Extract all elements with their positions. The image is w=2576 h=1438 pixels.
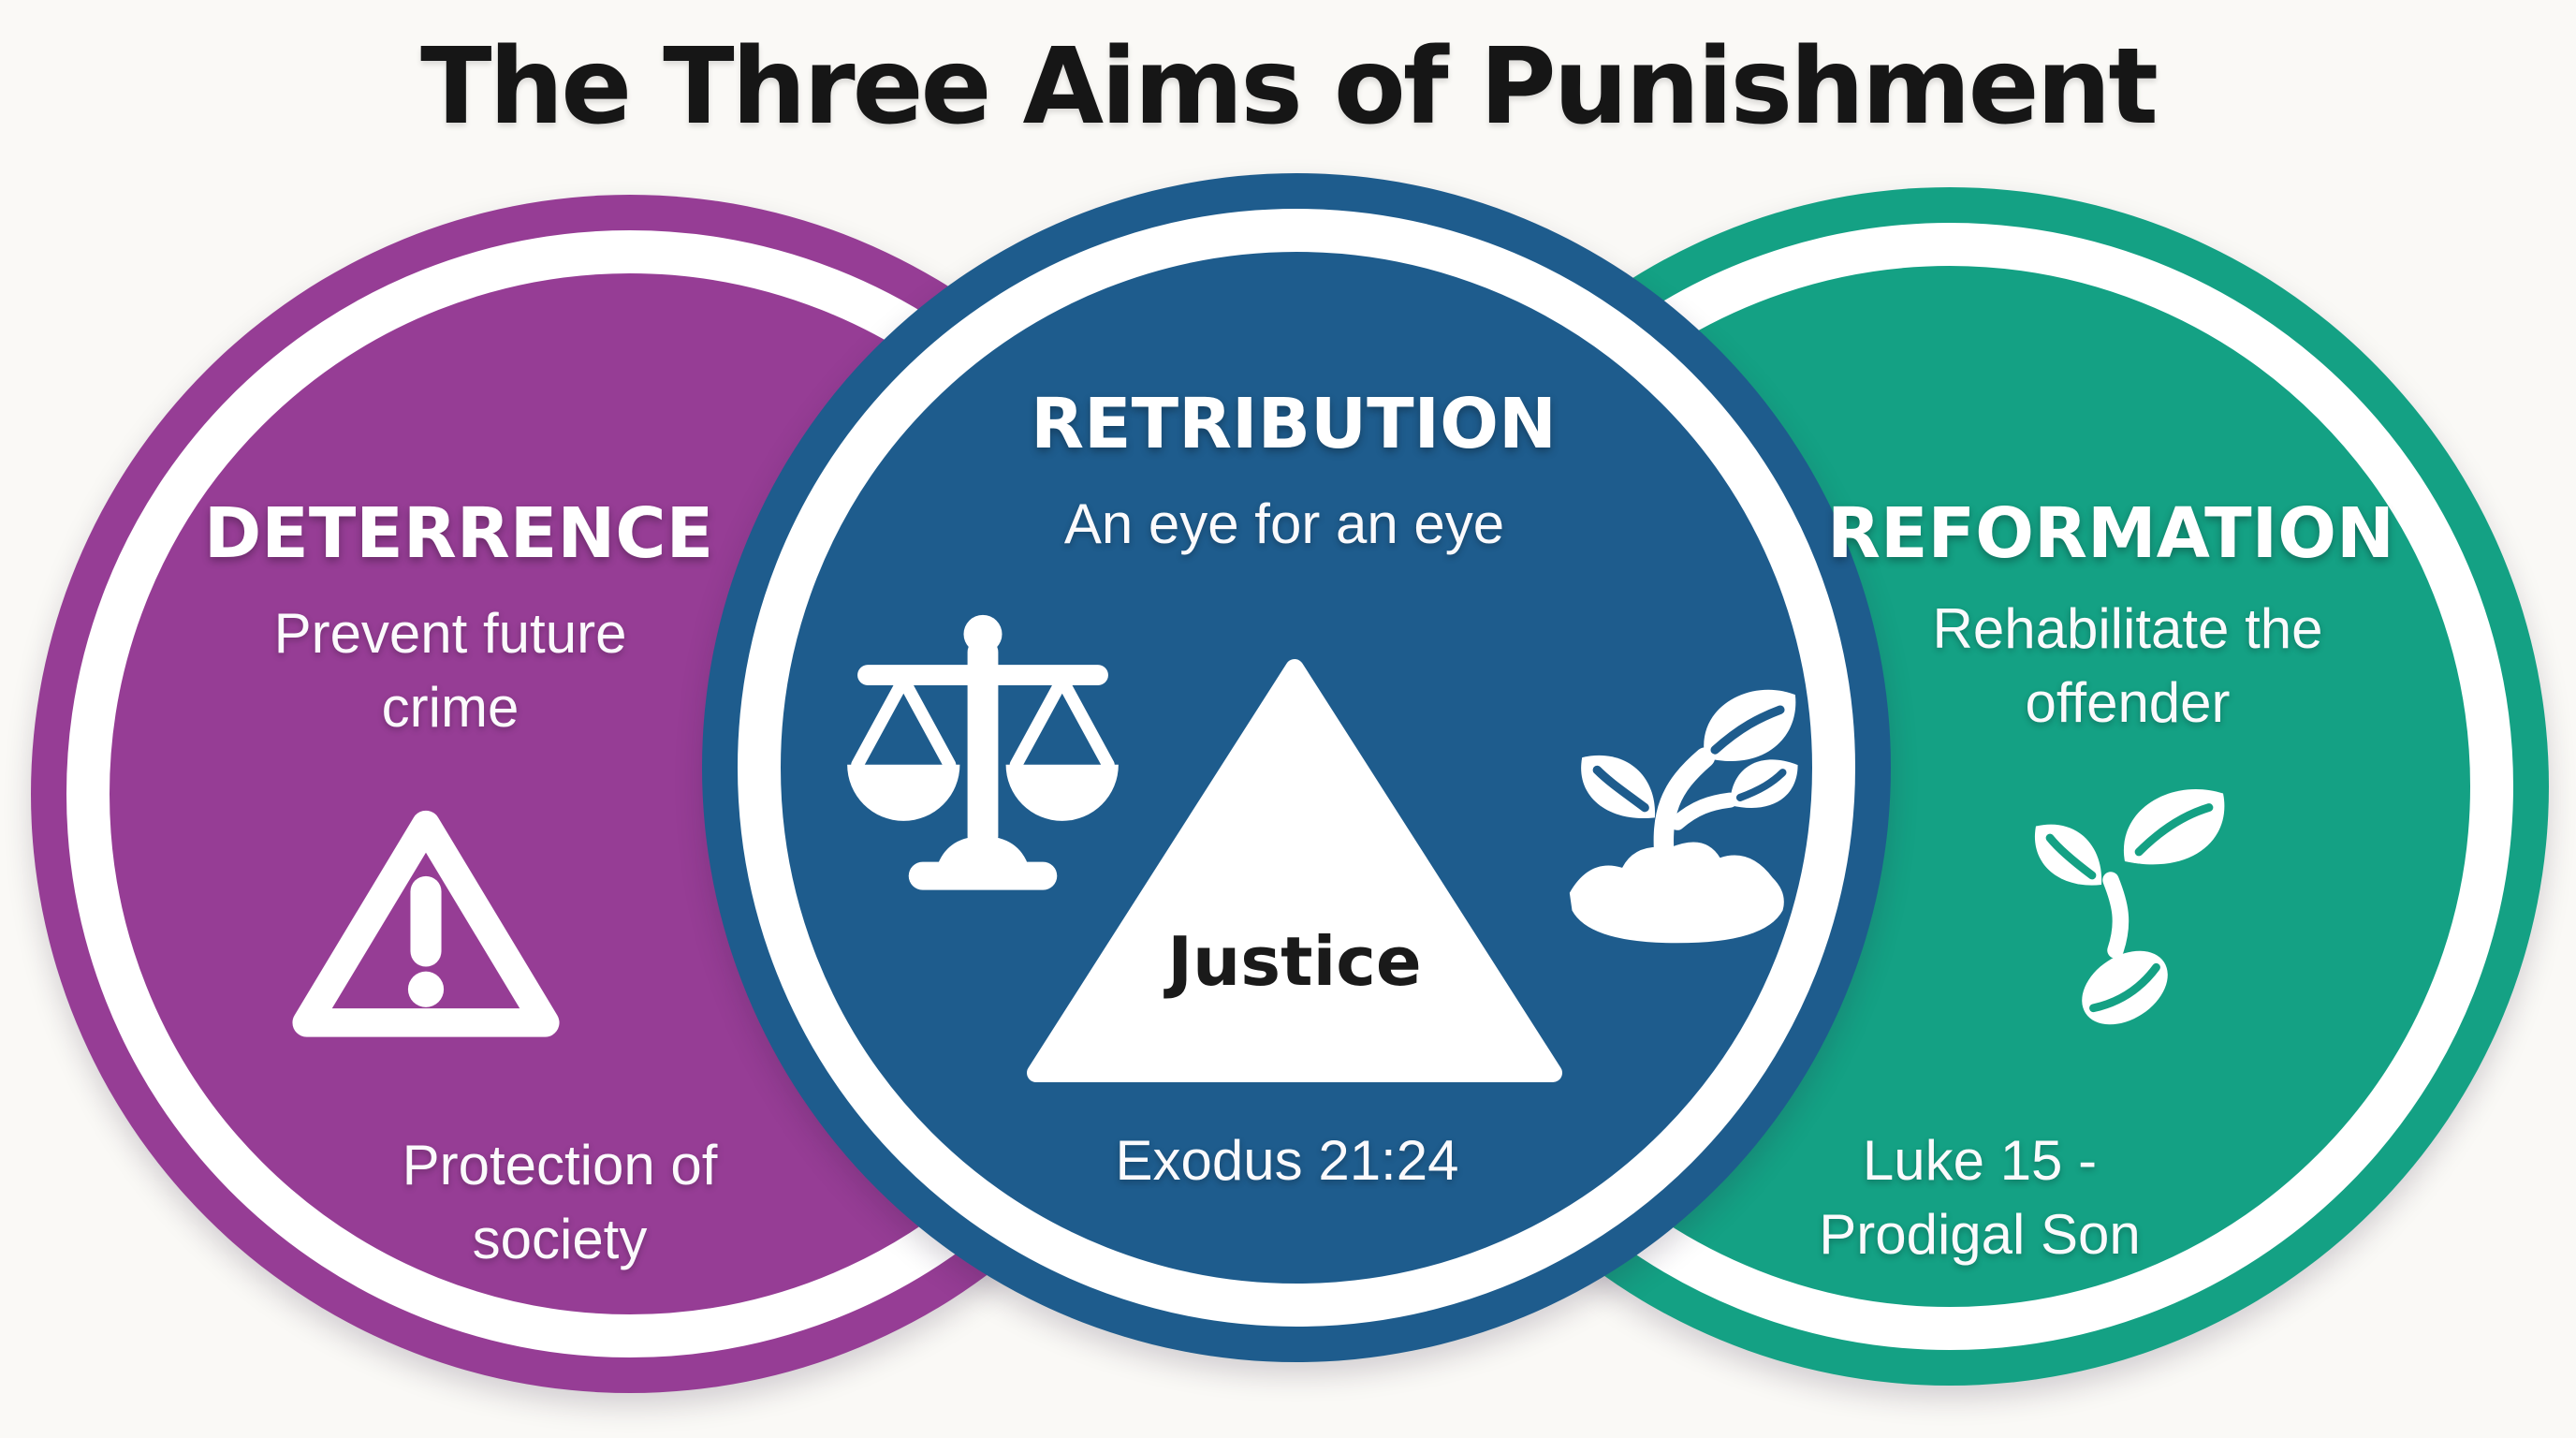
reformation-subtitle-line2: offender (2025, 671, 2231, 735)
retribution-heading: RETRIBUTION (1031, 384, 1557, 464)
page-title: The Three Aims of Punishment (420, 26, 2159, 148)
scales-of-justice-icon (816, 609, 1149, 916)
justice-label: Justice (1167, 922, 1422, 1001)
deterrence-footer-line1: Protection of (402, 1134, 718, 1196)
reformation-footer: Luke 15 - Prodigal Son (1819, 1123, 2141, 1271)
warning-triangle-icon (281, 794, 571, 1056)
retribution-footer: Exodus 21:24 (1115, 1129, 1459, 1192)
reformation-subtitle: Rehabilitate the offender (1933, 592, 2323, 740)
reformation-subtitle-line1: Rehabilitate the (1932, 597, 2323, 660)
deterrence-subtitle-line1: Prevent future (273, 602, 627, 665)
seedling-icon (1537, 672, 1818, 953)
reformation-footer-line1: Luke 15 - (1862, 1129, 2098, 1192)
deterrence-subtitle-line2: crime (381, 676, 520, 740)
deterrence-footer-line2: society (472, 1208, 648, 1271)
sprout-icon (2003, 777, 2237, 1049)
reformation-footer-line2: Prodigal Son (1819, 1203, 2141, 1267)
justice-triangle: Justice (1023, 655, 1566, 1086)
deterrence-heading: DETERRENCE (203, 493, 714, 574)
retribution-subtitle: An eye for an eye (1063, 492, 1505, 555)
deterrence-footer: Protection of society (402, 1128, 718, 1276)
deterrence-subtitle: Prevent future crime (274, 596, 627, 744)
reformation-heading: REFORMATION (1827, 493, 2394, 574)
